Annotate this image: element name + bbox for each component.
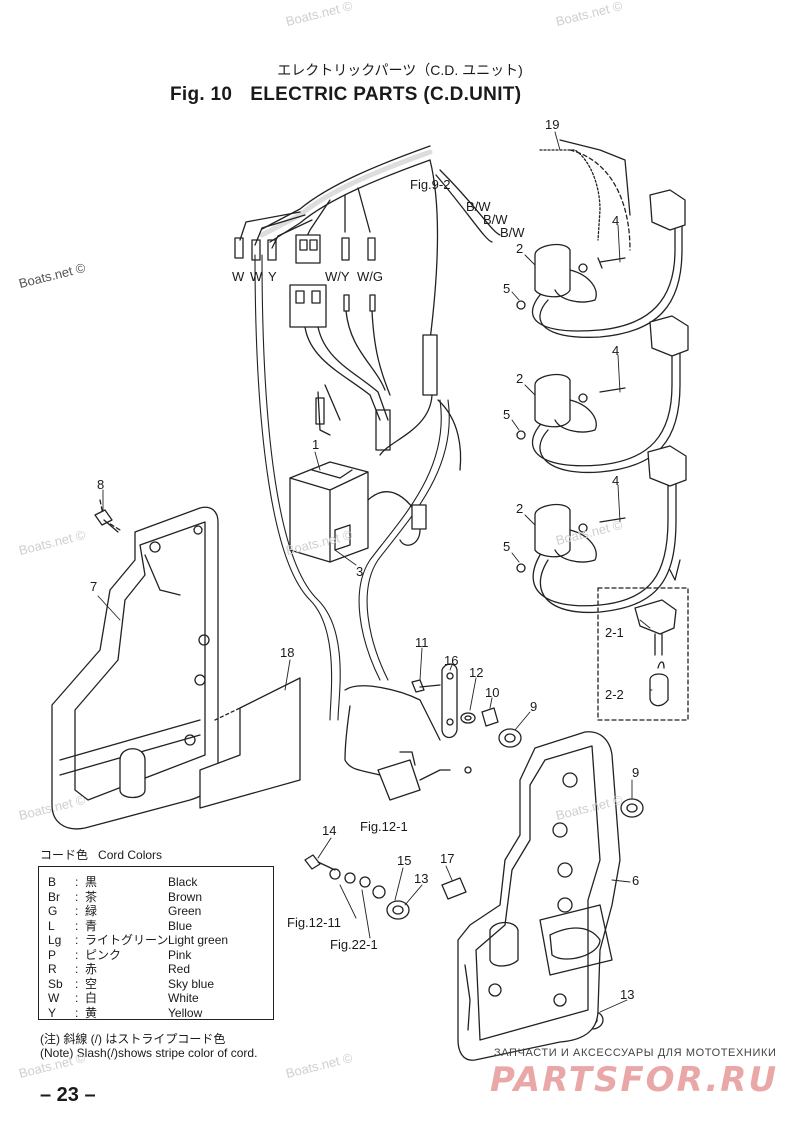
callout-9-upper: 9 [530,699,538,714]
callout-19: 19 [545,117,560,132]
wire-label-w-g: W/G [357,269,383,284]
cord-colors-header-jp: コード色 [40,848,89,862]
note-english: (Note) Slash(/)shows stripe color of cor… [40,1046,258,1060]
reference-fig-9-2: Fig.9-2 [410,177,451,192]
leader-lines [97,131,653,1013]
inset-cap-detail [597,587,689,721]
callout-11: 11 [415,635,429,650]
watermark-ru-tagline: ЗАПЧАСТИ И АКСЕССУАРЫ ДЛЯ МОТОТЕХНИКИ [494,1047,777,1059]
hardware-parts [304,663,644,1030]
page-title: Fig. 10 ELECTRIC PARTS (C.D.UNIT) [170,84,539,106]
wire-label-w-y: W/Y [325,269,350,284]
bracket-part-6 [457,731,621,1061]
reference-fig-22-1: Fig.22-1 [330,937,378,952]
wire-label-b-w-2: B/W [483,212,508,227]
wire-label-y: Y [268,269,277,284]
callout-17: 17 [440,851,455,866]
callout-9-lower: 9 [632,765,640,780]
wire-label-w-2: W [250,269,263,284]
figure-number: Fig. 10 [170,84,233,105]
callout-2-top: 2 [516,241,524,256]
ignition-coils [516,139,689,614]
callout-2-middle: 2 [516,371,524,386]
bolt-part-8 [94,509,119,533]
callout-3: 3 [356,564,364,579]
wire-harness [234,145,501,721]
callout-5-top: 5 [503,281,511,296]
callout-18: 18 [280,645,295,660]
figure-title: ELECTRIC PARTS (C.D.UNIT) [250,84,522,105]
callout-14: 14 [322,823,337,838]
cord-colors-header: コード色 Cord Colors [40,846,162,863]
callout-7: 7 [90,579,98,594]
callout-4-bottom: 4 [612,473,620,488]
cover-part-7 [51,499,301,830]
callout-2-1: 2-1 [605,625,624,640]
cord-colors-header-en: Cord Colors [98,848,163,862]
reference-fig-12-11: Fig.12-11 [287,915,341,930]
wire-label-w-1: W [232,269,245,284]
wire-label-b-w-3: B/W [500,225,525,240]
callout-4-top: 4 [612,213,620,228]
note-japanese: (注) 斜線 (/) はストライプコード色 [40,1032,226,1046]
wire-label-b-w-1: B/W [466,199,491,214]
callout-13-lower: 13 [620,987,635,1002]
callout-2-2: 2-2 [605,687,624,702]
callout-12: 12 [469,665,484,680]
callout-4-middle: 4 [612,343,620,358]
callout-13-upper: 13 [414,871,429,886]
title-japanese: エレクトリックパーツ（C.D. ユニット) [277,62,523,78]
callout-5-bottom: 5 [503,539,511,554]
callout-16: 16 [444,653,459,668]
reference-fig-12-1: Fig.12-1 [360,819,408,834]
callout-10: 10 [485,685,500,700]
callout-2-bottom: 2 [516,501,524,516]
page-number: – 23 – [40,1084,96,1106]
callout-1: 1 [312,437,320,452]
callout-6: 6 [632,873,640,888]
callout-15: 15 [397,853,412,868]
watermark-partsfor-logo: PARTSFOR.RU [490,1060,779,1100]
callout-5-middle: 5 [503,407,511,422]
callout-8: 8 [97,477,105,492]
cd-unit-part-1 [289,461,427,563]
